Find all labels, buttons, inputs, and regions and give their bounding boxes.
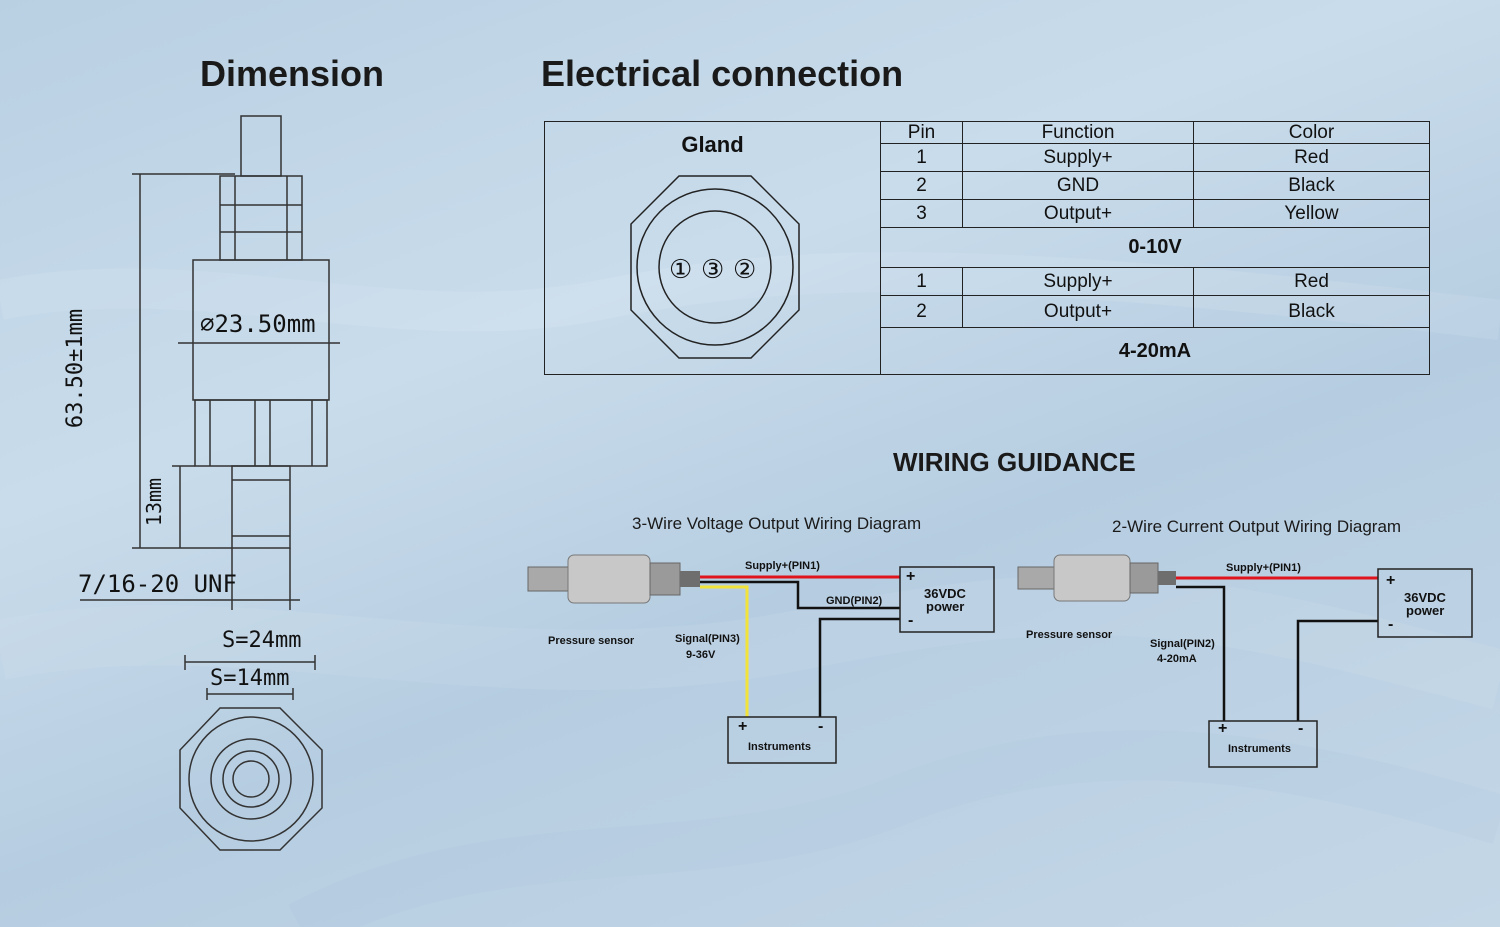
hex — [194, 399, 328, 467]
mode-label-voltage: 0-10V — [1128, 236, 1182, 258]
header-function: Function — [963, 122, 1194, 143]
function-cell: Output+ — [963, 296, 1194, 327]
signal-label-2w: Signal(PIN2) — [1150, 638, 1215, 650]
wire-black-gnd — [700, 580, 900, 610]
gland-connector-icon — [630, 175, 800, 359]
instruments-box — [727, 716, 837, 764]
pin-3-icon: ③ — [701, 254, 725, 284]
power-line1-3w: 36VDC — [924, 586, 966, 601]
thread-length-label: 13mm — [142, 477, 167, 527]
pin-cell: 1 — [881, 144, 963, 171]
function-cell: Output+ — [963, 200, 1194, 227]
color-cell: Black — [1288, 300, 1335, 322]
gland-cell: Gland ① ③ ② — [545, 122, 881, 374]
pin-1-icon: ① — [669, 254, 693, 284]
pin-cell: 3 — [881, 200, 963, 227]
gnd-label-3w: GND(PIN2) — [826, 595, 883, 607]
power-minus-3w: - — [908, 612, 914, 629]
color-cell: Red — [1294, 146, 1329, 168]
dimension-heading: Dimension — [200, 53, 385, 94]
pin-cell: 2 — [881, 296, 963, 327]
power-box — [1377, 568, 1473, 638]
supply-label-2w: Supply+(PIN1) — [1226, 562, 1301, 574]
power-line1-2w: 36VDC — [1404, 590, 1446, 605]
three-wire-diagram — [527, 554, 995, 764]
gland-label: Gland — [681, 132, 744, 157]
dimension-drawing — [80, 115, 340, 851]
inst-plus-2w: + — [1218, 720, 1228, 737]
pressure-sensor-icon — [1017, 554, 1176, 602]
power-line2-3w: power — [926, 599, 965, 614]
signal-range-2w: 4-20mA — [1157, 653, 1197, 665]
wire-yellow — [700, 585, 749, 717]
power-plus-3w: + — [906, 568, 916, 585]
table-row: 2 Output+ Black — [881, 296, 1429, 328]
electrical-connection-heading: Electrical connection — [541, 53, 904, 94]
table-row: 1 Supply+ Red — [881, 268, 1429, 296]
pressure-sensor-icon — [527, 554, 700, 604]
signal-label-3w: Signal(PIN3) — [675, 633, 740, 645]
signal-range-3w: 9-36V — [686, 649, 716, 661]
length-label: 63.50±1mm — [63, 308, 89, 429]
power-plus-2w: + — [1386, 572, 1396, 589]
sensor-label-2w: Pressure sensor — [1026, 629, 1113, 641]
wire-black-signal — [1176, 585, 1226, 721]
header-pin: Pin — [881, 122, 963, 143]
color-cell: Red — [1294, 270, 1329, 292]
pin-cell: 1 — [881, 268, 963, 295]
three-wire-title: 3-Wire Voltage Output Wiring Diagram — [632, 514, 922, 533]
instruments-box — [1208, 720, 1318, 768]
supply-label-3w: Supply+(PIN1) — [745, 560, 820, 572]
mode-label-current: 4-20mA — [1118, 340, 1192, 362]
two-wire-diagram — [1017, 554, 1473, 768]
inst-plus-3w: + — [738, 718, 748, 735]
function-cell: Supply+ — [963, 268, 1194, 295]
function-cell: GND — [963, 172, 1194, 199]
pin-2-icon: ② — [733, 254, 757, 284]
table-header-row: Pin Function Color — [881, 122, 1429, 144]
inst-minus-3w: - — [818, 718, 824, 735]
power-box — [899, 566, 995, 633]
table-row: 1 Supply+ Red — [881, 144, 1429, 172]
thread — [231, 465, 291, 549]
instruments-label-3w: Instruments — [748, 741, 811, 753]
diameter-label: ⌀23.50mm — [200, 310, 316, 338]
mode-row-voltage — [881, 228, 1429, 268]
function-cell: Supply+ — [963, 144, 1194, 171]
instruments-label-2w: Instruments — [1228, 743, 1291, 755]
gland-nut — [219, 175, 303, 261]
wiring-guidance-heading: WIRING GUIDANCE — [893, 447, 1136, 477]
pin-cell: 2 — [881, 172, 963, 199]
connection-table: Gland ① ③ ② Pin Function Color 1 Supply+… — [544, 121, 1430, 375]
thread-label: 7/16-20 UNF — [78, 570, 237, 598]
wire-black-return — [1296, 619, 1378, 721]
sensor-label-3w: Pressure sensor — [548, 635, 635, 647]
hex-end-view — [179, 707, 323, 851]
wire-black-return — [818, 617, 900, 717]
cable — [240, 115, 282, 177]
header-color: Color — [1288, 121, 1335, 143]
inst-minus-2w: - — [1298, 720, 1304, 737]
hex-outer-label: S=24mm — [222, 628, 302, 653]
power-line2-2w: power — [1406, 603, 1445, 618]
color-cell: Yellow — [1284, 202, 1339, 224]
two-wire-title: 2-Wire Current Output Wiring Diagram — [1112, 517, 1402, 536]
table-row: 3 Output+ Yellow — [881, 200, 1429, 228]
power-minus-2w: - — [1388, 616, 1394, 633]
hex-inner-label: S=14mm — [210, 666, 290, 691]
color-cell: Black — [1288, 174, 1335, 196]
table-row: 2 GND Black — [881, 172, 1429, 200]
